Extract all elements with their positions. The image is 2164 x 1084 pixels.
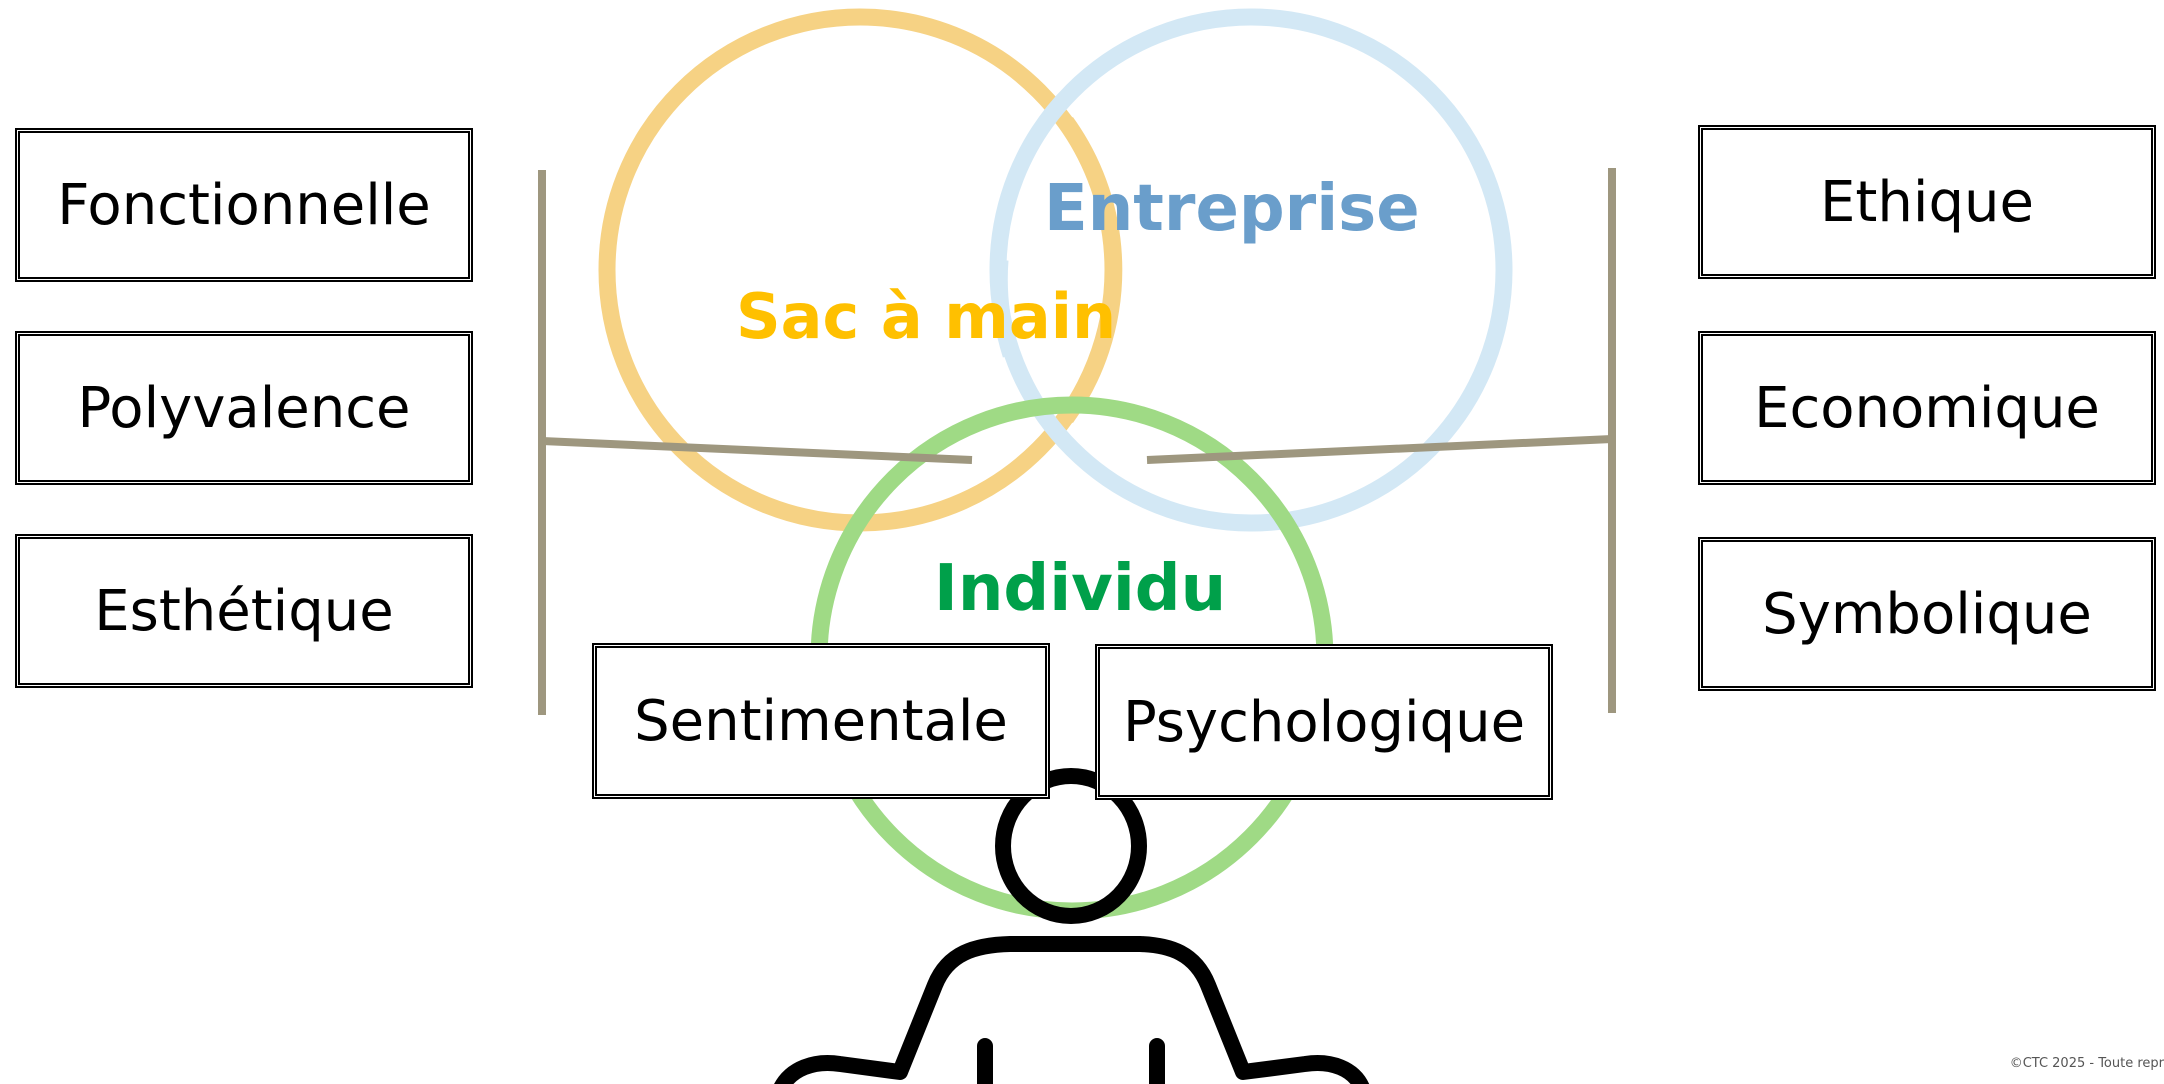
left-connector-line <box>541 437 973 464</box>
value-box-symbolique: Symbolique <box>1698 537 2156 691</box>
copyright-notice: ©CTC 2025 - Toute repr <box>2009 1056 2164 1071</box>
bag-circle-title: Sac à main <box>736 280 1117 353</box>
value-box-polyvalence: Polyvalence <box>15 331 473 485</box>
person-icon <box>774 768 1369 1084</box>
value-box-sentimentale: Sentimentale <box>592 643 1050 799</box>
bag-circle-overlap-arc <box>1059 117 1123 423</box>
value-box-economique: Economique <box>1698 331 2156 485</box>
individual-circle-title: Individu <box>934 552 1227 626</box>
value-box-psychologique: Psychologique <box>1095 644 1553 800</box>
company-circle-title: Entreprise <box>1044 172 1420 246</box>
value-box-ethique: Ethique <box>1698 125 2156 279</box>
value-box-esthetique: Esthétique <box>15 534 473 688</box>
value-box-fonctionnelle: Fonctionnelle <box>15 128 473 282</box>
company-circle-overlap-arc <box>990 259 1020 358</box>
right-connector-line <box>1146 435 1613 464</box>
